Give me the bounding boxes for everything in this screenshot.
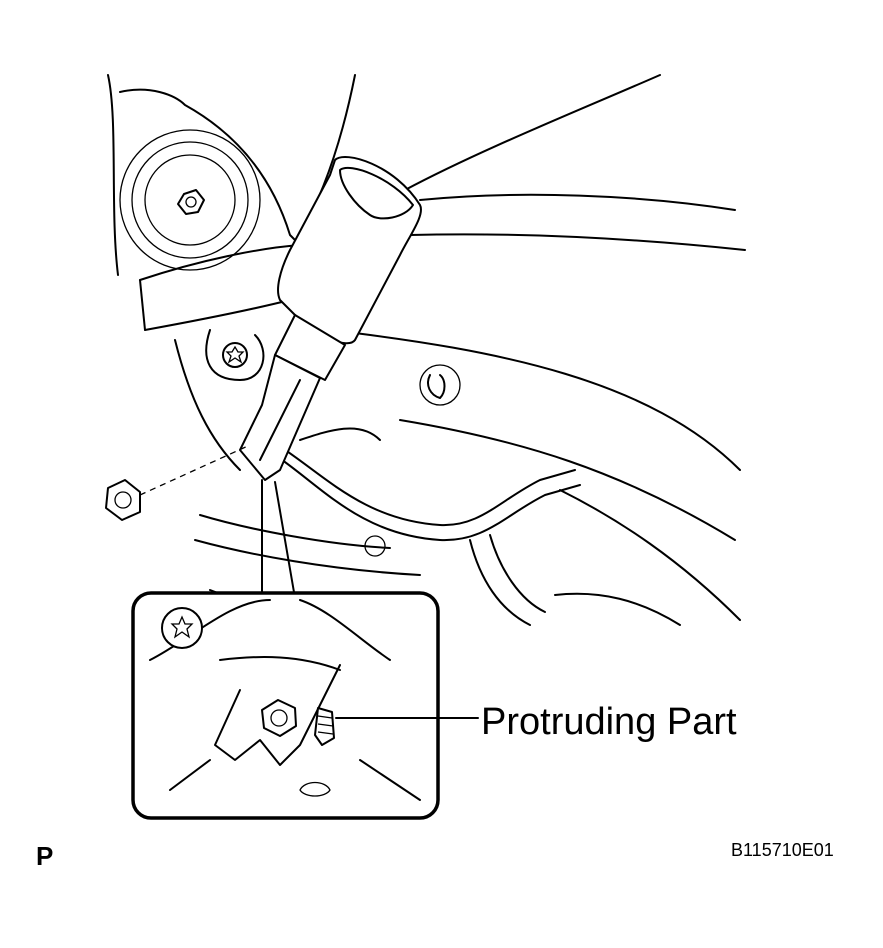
- torx-bolt-icon: [222, 342, 248, 368]
- protruding-part: [314, 707, 335, 746]
- bolt-icon: [177, 189, 205, 215]
- protruding-part-label: Protruding Part: [481, 701, 737, 743]
- seat-belt-buckle-icon: [239, 156, 422, 481]
- seat-outline: [107, 74, 746, 626]
- figure-code: B115710E01: [731, 840, 834, 860]
- wire-harness-icon: [269, 439, 581, 626]
- recliner-cover: [119, 88, 301, 331]
- torx-bolt-icon: [161, 607, 203, 649]
- nut-icon: [105, 444, 251, 521]
- view-letter: P: [36, 841, 54, 871]
- bolt-icon: [261, 699, 297, 737]
